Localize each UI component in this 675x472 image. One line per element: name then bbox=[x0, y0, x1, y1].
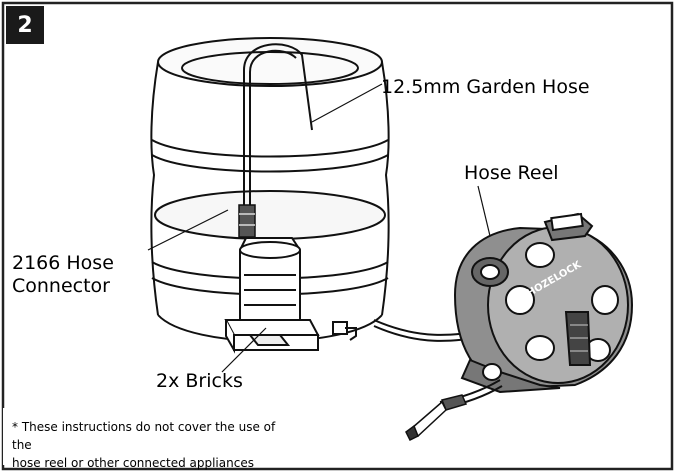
footnote: * These instructions do not cover the us… bbox=[12, 418, 282, 472]
hose-connector-label-line2: Connector bbox=[12, 275, 110, 297]
hose-reel-label: Hose Reel bbox=[464, 162, 559, 184]
bricks-part bbox=[224, 319, 320, 354]
step-number: 2 bbox=[6, 6, 44, 44]
footnote-line1: * These instructions do not cover the us… bbox=[12, 420, 276, 452]
hose-connector-part bbox=[238, 204, 256, 238]
leader-lines bbox=[147, 83, 491, 373]
hose-connector-label-line1: 2166 Hose bbox=[12, 252, 114, 274]
bricks-label: 2x Bricks bbox=[156, 370, 243, 392]
garden-hose-label: 12.5mm Garden Hose bbox=[381, 76, 590, 98]
hose-reel-part bbox=[453, 212, 634, 394]
footnote-box bbox=[3, 408, 283, 465]
barrel-hose bbox=[243, 43, 313, 210]
footnote-line2: hose reel or other connected appliances bbox=[12, 456, 254, 470]
pump bbox=[239, 237, 301, 321]
spray-nozzle bbox=[405, 394, 468, 442]
